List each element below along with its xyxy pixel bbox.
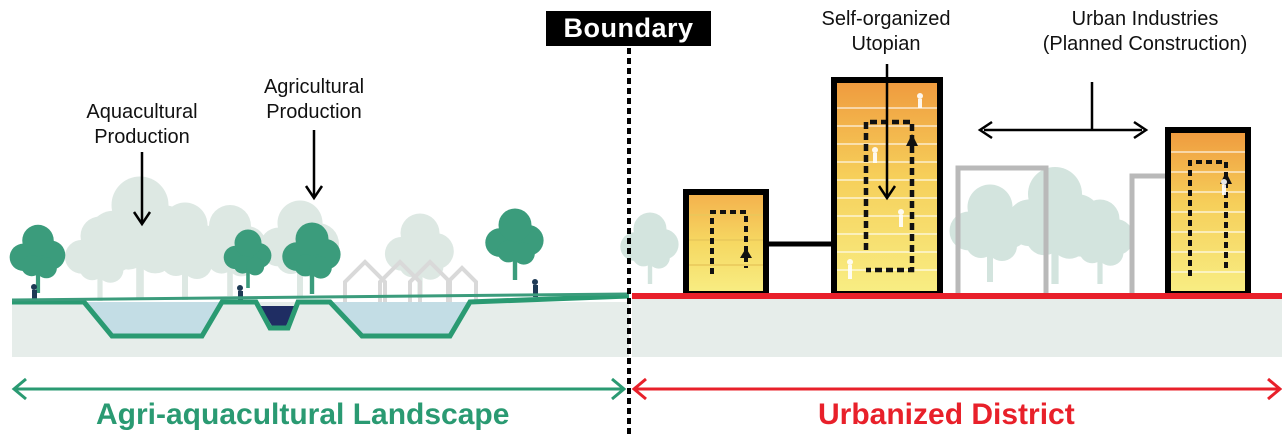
aquacultural-line-1: Aquacultural (86, 101, 198, 123)
planned-building-2 (1129, 173, 1168, 298)
urban-industries-line-1: Urban Industries (1071, 8, 1219, 30)
building-right (1165, 127, 1251, 297)
right-zone-arrow (631, 377, 1282, 401)
arrow-heads (132, 120, 1149, 227)
farmer-figures (31, 279, 538, 301)
urban-industries-label: Urban Industries (Planned Construction) (1014, 7, 1276, 57)
landscape-profile-line (12, 293, 630, 339)
right-zone-label: Urbanized District (818, 398, 1075, 431)
agricultural-line-1: Agricultural (263, 76, 365, 98)
self-organized-utopian-label: Self-organized Utopian (796, 7, 976, 57)
grass-line-left (11, 292, 630, 302)
pond-right (330, 302, 470, 334)
aquacultural-line-2: Production (94, 126, 190, 148)
building-small (683, 189, 769, 297)
connector-building (763, 241, 837, 298)
boundary-label: Boundary (546, 11, 711, 46)
right-ground (632, 298, 1282, 357)
self-organized-line-1: Self-organized (821, 8, 951, 30)
agricultural-production-label: Agricultural Production (234, 75, 394, 125)
pond-left (84, 302, 222, 334)
agricultural-line-2: Production (266, 101, 362, 123)
planned-building-1 (955, 165, 1049, 298)
loop-arrow-right (1188, 160, 1228, 276)
annotation-arrows (140, 64, 1142, 222)
aquacultural-production-label: Aquacultural Production (62, 100, 222, 150)
urban-industries-line-2: (Planned Construction) (1042, 33, 1248, 55)
self-organized-line-2: Utopian (851, 33, 921, 55)
loop-arrow-small (710, 210, 748, 274)
left-zone-arrow (11, 377, 627, 401)
faded-houses (343, 259, 478, 302)
left-zone-label: Agri-aquacultural Landscape (96, 398, 510, 431)
